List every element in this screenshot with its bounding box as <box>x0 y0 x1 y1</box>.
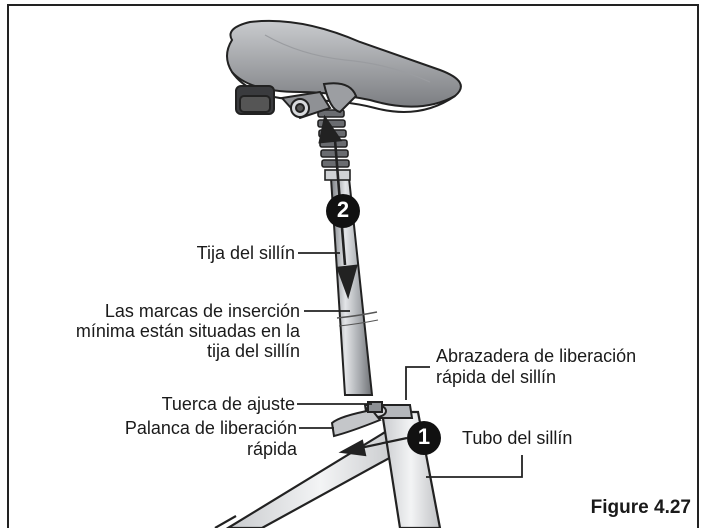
leader-lines <box>297 252 523 478</box>
step-number-2: 2 <box>336 197 350 222</box>
label-insertion-marks-2: mínima están situadas en la <box>75 321 300 341</box>
step1-arrow <box>338 436 408 457</box>
figure-caption: Figure 4.27 <box>590 497 691 518</box>
label-adjust-nut: Tuerca de ajuste <box>161 394 295 414</box>
seatpost-spring <box>317 109 351 181</box>
frame-top-tube <box>214 421 415 528</box>
step-badge-2 <box>326 194 360 228</box>
label-lever-2: rápida <box>246 439 297 459</box>
figure-border <box>7 4 699 528</box>
label-lever-1: Palanca de liberación <box>124 418 297 438</box>
label-insertion-marks-3: tija del sillín <box>206 341 300 361</box>
label-insertion-marks-1: Las marcas de inserción <box>104 301 300 321</box>
saddle <box>226 19 462 120</box>
step-badge-1 <box>407 421 441 455</box>
label-clamp-1: Abrazadera de liberación <box>436 346 637 366</box>
quick-release-clamp <box>330 401 414 438</box>
step-number-1: 1 <box>417 424 431 449</box>
label-seatpost: Tija del sillín <box>196 243 295 263</box>
label-clamp-2: rápida del sillín <box>436 367 557 387</box>
label-seat-tube: Tubo del sillín <box>462 428 573 448</box>
